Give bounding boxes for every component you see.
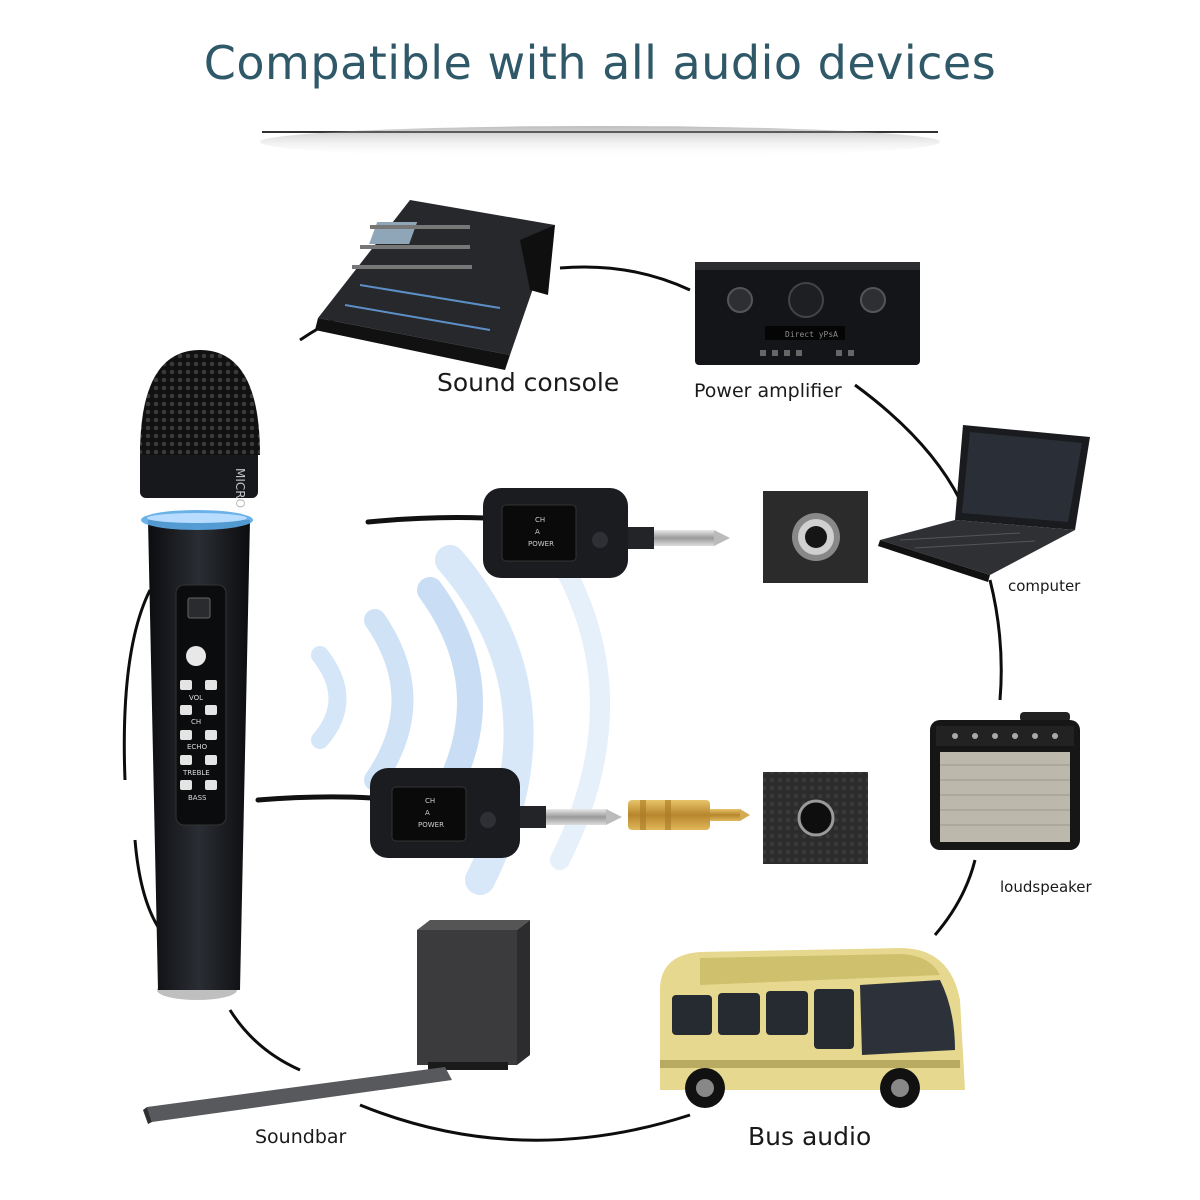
receiver-icon: CH A POWER xyxy=(365,488,730,578)
mic-btn-ch: CH xyxy=(191,718,201,726)
label-soundbar: Soundbar xyxy=(255,1126,347,1148)
page-title: Compatible with all audio devices xyxy=(203,36,997,90)
receiver-screen-ch: CH xyxy=(535,516,545,524)
speaker-icon xyxy=(930,712,1080,850)
soundbar-icon xyxy=(143,920,530,1124)
amp-icon: Direct yPsA xyxy=(695,262,920,365)
laptop-icon xyxy=(878,425,1090,582)
label-bus-audio: Bus audio xyxy=(748,1122,872,1151)
jack-socket-small-icon xyxy=(763,772,868,864)
receiver-bottom-icon: CH A POWER xyxy=(255,768,622,858)
connection-lines xyxy=(122,265,1003,1142)
microphone-icon: MICRO VOL CH ECHO TREBLE BASS xyxy=(140,350,260,1000)
amp-display-text: Direct yPsA xyxy=(785,330,838,339)
label-computer: computer xyxy=(1008,577,1081,595)
receiver-screen-a: A xyxy=(535,528,540,536)
label-power-amplifier: Power amplifier xyxy=(694,380,842,402)
adapter-icon xyxy=(628,800,750,830)
mixer-icon xyxy=(315,200,555,370)
receiver2-screen-power: POWER xyxy=(418,821,444,829)
jack-socket-icon xyxy=(763,491,868,583)
bus-icon xyxy=(660,948,965,1108)
label-loudspeaker: loudspeaker xyxy=(1000,878,1092,896)
microphone-brand-text: MICRO xyxy=(233,468,247,508)
mic-btn-echo: ECHO xyxy=(187,743,208,751)
mic-btn-treble: TREBLE xyxy=(182,769,210,777)
receiver2-screen-a: A xyxy=(425,809,430,817)
title-underline xyxy=(260,126,940,158)
mic-btn-vol: VOL xyxy=(189,694,203,702)
label-sound-console: Sound console xyxy=(437,368,620,397)
mic-btn-bass: BASS xyxy=(188,794,207,802)
receiver2-screen-ch: CH xyxy=(425,797,435,805)
receiver-screen-power: POWER xyxy=(528,540,554,548)
